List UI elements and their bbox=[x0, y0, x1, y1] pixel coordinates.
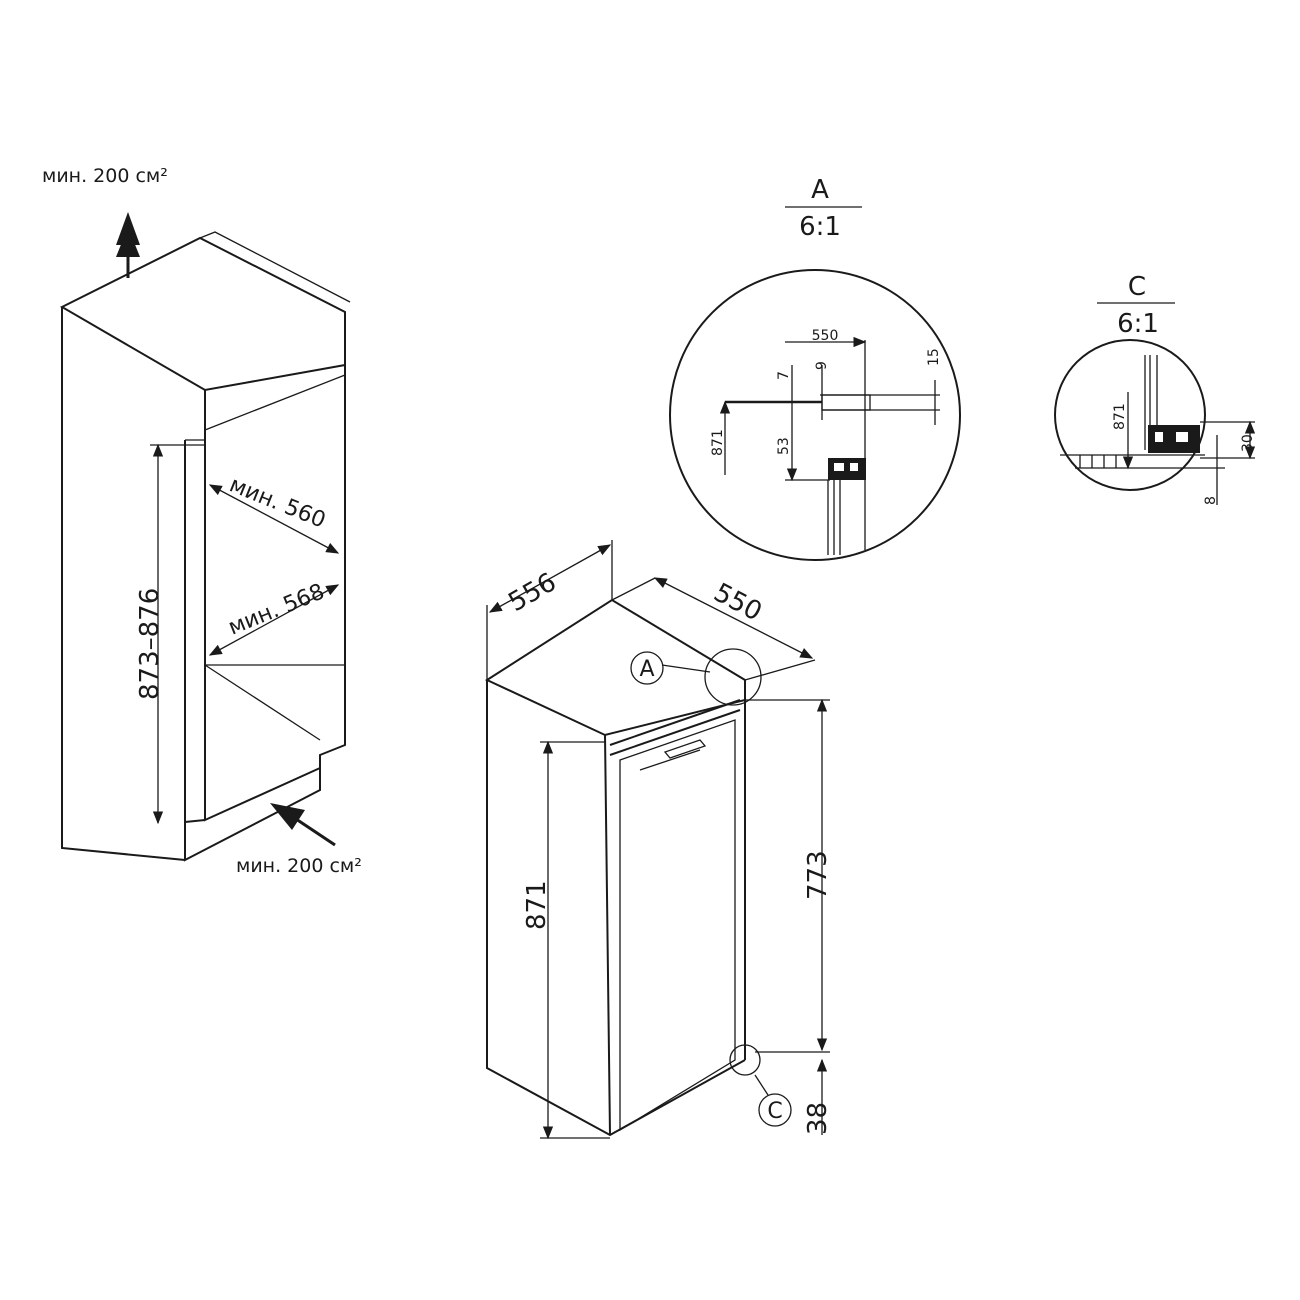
callout-c-label: C bbox=[767, 1099, 782, 1124]
detail-a-dim-550: 550 bbox=[812, 328, 839, 344]
top-vent-label: мин. 200 см² bbox=[42, 165, 168, 187]
detail-a-dim-9: 9 bbox=[814, 361, 830, 370]
detail-c-dim-8: 8 bbox=[1203, 496, 1219, 505]
door-height-label: 773 bbox=[803, 850, 833, 900]
cabinet-drawing bbox=[59, 212, 351, 862]
min-depth-label: мин. 568 bbox=[225, 579, 328, 640]
detail-a-dim-15: 15 bbox=[926, 348, 942, 366]
appliance-width-label: 556 bbox=[504, 567, 562, 618]
detail-c-scale: 6:1 bbox=[1117, 309, 1159, 339]
detail-c-dim-30: 30 bbox=[1240, 434, 1256, 452]
callout-a-label: A bbox=[639, 657, 654, 682]
detail-a-drawing bbox=[669, 269, 961, 561]
appliance-drawing bbox=[484, 540, 830, 1140]
min-width-label: мин. 560 bbox=[226, 472, 329, 533]
detail-c-dim-871: 871 bbox=[1112, 403, 1128, 430]
detail-c-drawing bbox=[1054, 339, 1256, 505]
bottom-offset-label: 38 bbox=[803, 1102, 833, 1135]
vent-up-arrow-icon bbox=[116, 212, 140, 245]
callout-a-circle bbox=[630, 651, 664, 685]
detail-a-dim-53: 53 bbox=[776, 437, 792, 455]
detail-a-scale: 6:1 bbox=[799, 212, 841, 242]
detail-a-title: A bbox=[811, 175, 829, 205]
detail-a-dim-871: 871 bbox=[710, 429, 726, 456]
callout-c-circle bbox=[758, 1093, 792, 1127]
detail-c-title: C bbox=[1128, 272, 1146, 302]
detail-a-dim-7: 7 bbox=[776, 371, 792, 380]
vent-in-arrow-icon bbox=[270, 803, 305, 830]
appliance-height-label: 871 bbox=[522, 880, 552, 930]
bottom-vent-label: мин. 200 см² bbox=[236, 855, 362, 877]
cabinet-height-label: 873–876 bbox=[135, 588, 165, 700]
